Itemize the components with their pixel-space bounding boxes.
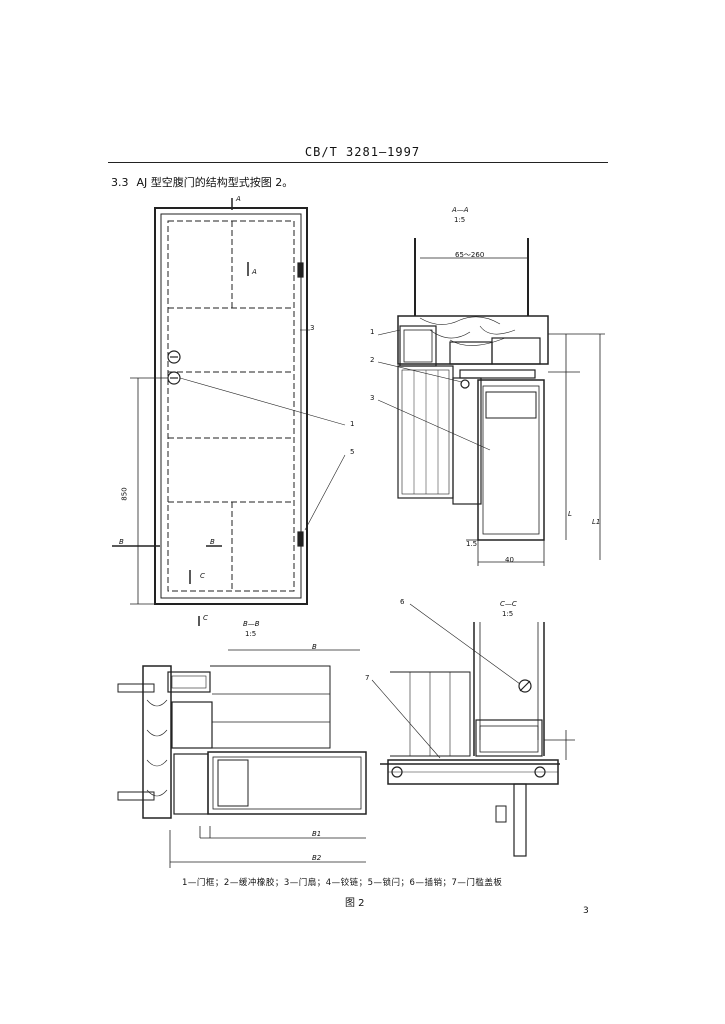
page-number: 3	[583, 906, 589, 916]
dim-13-label: 1.5	[466, 540, 478, 548]
section-bb-scale: 1:5	[245, 630, 257, 638]
section-aa-scale: 1:5	[454, 216, 466, 224]
cut-a-label-inner: A	[252, 268, 257, 276]
section-aa	[377, 238, 605, 566]
door-elevation	[112, 198, 346, 626]
section-bb	[117, 649, 367, 868]
cut-a-label: A	[236, 195, 241, 203]
callout-5-a: 5	[350, 448, 355, 456]
header-rule	[108, 162, 608, 163]
callout-6: 6	[400, 598, 405, 606]
section-cc	[371, 603, 575, 857]
callout-3-a: 3	[310, 324, 315, 332]
section-number: 3.3	[111, 176, 129, 189]
callout-1-b: 1	[370, 328, 375, 336]
cut-b-label-right: B	[210, 538, 215, 546]
dim-l1-label: L1	[592, 518, 601, 526]
dim-40-label: 40	[505, 556, 514, 564]
section-cc-title: C—C	[500, 600, 517, 608]
figure-label: 图 2	[345, 898, 365, 909]
dim-l-label: L	[568, 510, 572, 518]
standard-header: CB/T 3281—1997	[304, 145, 421, 159]
figure-caption: 1—门框；2—缓冲橡胶；3—门扇；4—铰链；5—锁闩；6—插销；7—门槛盖板	[182, 878, 503, 888]
dim-b1-label: B1	[312, 830, 322, 838]
cut-b-label-left: B	[119, 538, 124, 546]
dim-range-label: 65～260	[455, 251, 485, 259]
cut-c-label-bottom: C	[203, 614, 208, 622]
cut-c-label: C	[200, 572, 205, 580]
section-cc-scale: 1:5	[502, 610, 514, 618]
section-heading: 3.3 AJ 型空腹门的结构型式按图 2。	[111, 174, 293, 190]
section-aa-title: A—A	[452, 206, 469, 214]
dim-height-label: 850	[120, 487, 129, 501]
dim-b-label: B	[312, 643, 317, 651]
section-text: AJ 型空腹门的结构型式按图 2。	[136, 176, 294, 189]
dim-b2-label: B2	[312, 854, 322, 862]
callout-1-a: 1	[350, 420, 355, 428]
callout-3-b: 3	[370, 394, 375, 402]
callout-2-b: 2	[370, 356, 375, 364]
callout-7: 7	[365, 674, 370, 682]
section-bb-title: B—B	[243, 620, 260, 628]
